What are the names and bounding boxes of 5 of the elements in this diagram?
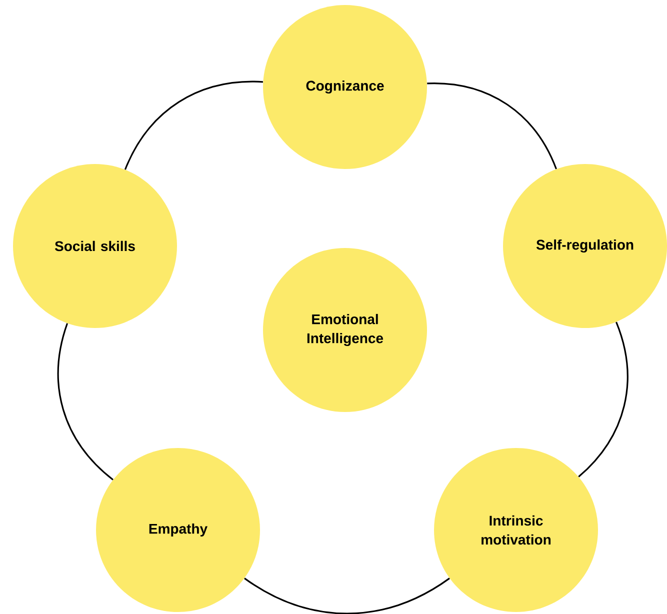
ring-arc — [578, 322, 628, 478]
ring-arc — [244, 578, 450, 614]
ring-arc — [124, 80, 263, 170]
ring-arc — [57, 323, 114, 480]
ring-arc — [427, 82, 557, 170]
